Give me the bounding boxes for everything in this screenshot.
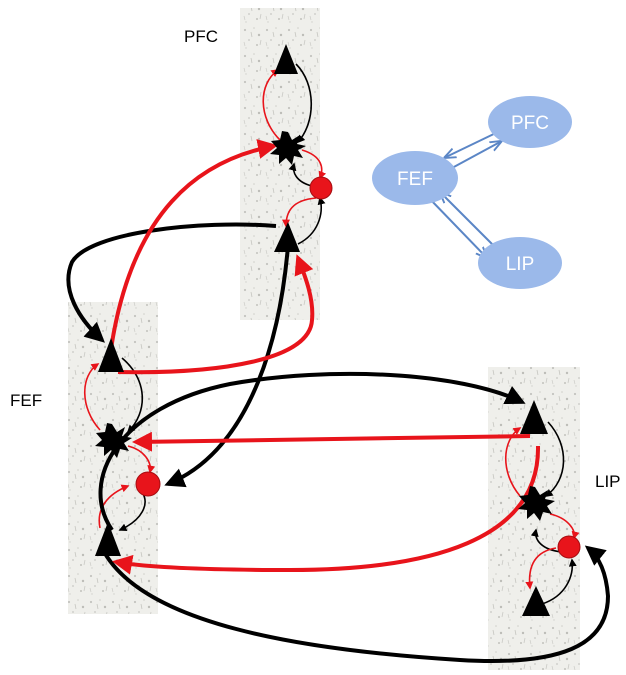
- pfc-pyramidal-upper: [274, 44, 298, 74]
- fef-to-pfc-upper-arrow: [108, 139, 278, 357]
- fef-interneuron-star: [95, 423, 132, 458]
- inset-edge-pfc-to-fef: [446, 130, 501, 157]
- red-projections: [108, 139, 541, 575]
- inset-node-pfc-label: PFC: [511, 113, 549, 134]
- inset-edge-fef-to-pfc: [451, 142, 500, 169]
- inset-node-lip-label: LIP: [506, 254, 535, 275]
- pfc-local-circuit: [262, 63, 327, 245]
- inset-node-fef: [372, 151, 458, 205]
- inset-node-lip: [478, 237, 562, 289]
- fef-inhibitory-cell: [135, 471, 161, 497]
- pfc-to-fef-inhibitory-arrow: [164, 245, 290, 488]
- inset-edge-lip-to-fef: [441, 193, 496, 248]
- pfc-neurons: [270, 44, 333, 252]
- lip-to-fef-upper-arrow: [132, 431, 531, 452]
- inset-node-pfc: [488, 96, 572, 148]
- inset-schematic: PFC FEF LIP: [372, 96, 572, 289]
- pfc-to-fef-arrow: [66, 222, 277, 343]
- fef-neurons: [95, 338, 161, 556]
- pfc-pyramidal-lower: [274, 222, 300, 252]
- fef-pyramidal-lower: [95, 522, 121, 556]
- pfc-inhibitory-cell: [309, 176, 333, 200]
- inset-node-fef-label: FEF: [397, 169, 433, 190]
- lip-pyramidal-lower: [522, 586, 550, 616]
- lip-interneuron-star: [518, 486, 555, 521]
- pfc-label: PFC: [184, 27, 218, 46]
- inset-edge-fef-to-lip: [427, 196, 486, 257]
- lip-to-fef-bottom-loop: [100, 545, 611, 664]
- lip-inhibitory-cell: [557, 535, 581, 559]
- lip-pyramidal-upper: [520, 400, 548, 434]
- lip-label: LIP: [595, 472, 621, 491]
- fef-pyramidal-upper: [98, 338, 124, 372]
- pfc-column: [240, 8, 320, 320]
- lip-to-fef-lower-arrow: [112, 445, 541, 575]
- black-projections: [66, 222, 611, 664]
- fef-to-lip-arrow: [98, 371, 526, 532]
- pfc-interneuron-star: [270, 131, 306, 165]
- lip-local-circuit: [504, 421, 580, 605]
- lip-neurons: [518, 400, 581, 616]
- fef-to-pfc-lower-arrow: [117, 254, 315, 375]
- fef-label: FEF: [10, 391, 42, 410]
